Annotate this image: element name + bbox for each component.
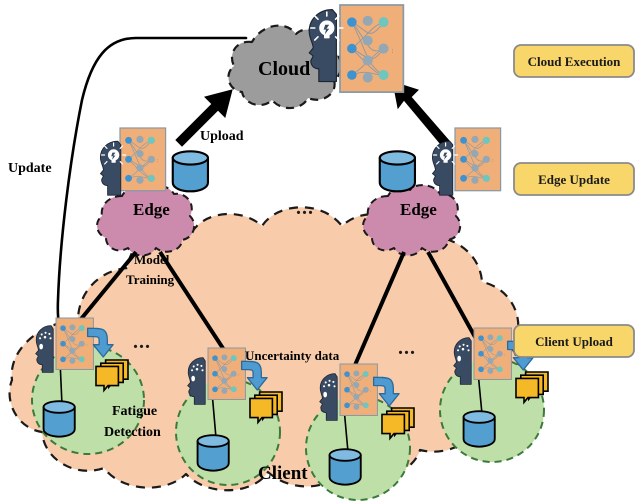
neural-network-panel <box>473 327 512 380</box>
database-cylinder-icon <box>378 150 417 193</box>
legend-edge-update-label: Edge Update <box>538 172 610 187</box>
database-cylinder-icon <box>171 150 210 193</box>
client-node-2[interactable] <box>187 347 283 472</box>
client-tier-label: Client <box>258 463 308 484</box>
legend-client-upload[interactable]: Client Upload <box>513 324 635 358</box>
clients-right-ellipsis: ... <box>398 337 416 359</box>
fatigue-detection-label-line1: Fatigue <box>112 404 157 419</box>
neural-network-panel <box>55 317 94 370</box>
database-cylinder-icon <box>42 400 76 438</box>
client-node-3[interactable] <box>319 363 415 486</box>
neural-network-panel <box>339 363 378 416</box>
edge-left-label: Edge <box>133 200 170 219</box>
model-training-label-line2: Training <box>126 272 175 287</box>
legend-edge-update[interactable]: Edge Update <box>513 162 635 196</box>
cloud-label: Cloud <box>258 58 310 80</box>
edge-left-cloud-shape <box>96 184 196 257</box>
edge-right-label: Edge <box>400 200 437 219</box>
edge-right-node[interactable]: Edge <box>378 127 502 219</box>
uncertainty-data-label: Uncertainty data <box>245 348 340 363</box>
legend-cloud-execution[interactable]: Cloud Execution <box>513 44 635 78</box>
legend-client-upload-label: Client Upload <box>535 334 613 349</box>
cloud-node[interactable]: Cloud <box>258 4 405 93</box>
neural-network-panel <box>454 127 502 192</box>
client-node-1[interactable] <box>35 317 129 438</box>
upload-arrow-right <box>392 81 452 149</box>
model-training-label-line1: Model <box>134 252 170 267</box>
legend-cloud-execution-label: Cloud Execution <box>528 54 622 69</box>
edge-right-cloud-shape <box>362 184 462 257</box>
ai-head-lightbulb-icon <box>431 140 459 196</box>
neural-network-panel <box>119 127 167 192</box>
upload-arrow-left <box>175 89 233 147</box>
database-cylinder-icon <box>196 434 230 472</box>
edge-right-to-clients-links <box>350 251 482 373</box>
fatigue-detection-label-line2: Detection <box>104 425 161 440</box>
client-node-4[interactable] <box>453 327 549 448</box>
neural-network-panel <box>207 347 246 400</box>
upload-label: Upload <box>200 129 244 144</box>
edges-ellipsis: ... <box>296 197 314 219</box>
update-label: Update <box>8 161 52 176</box>
edge-left-to-clients-links <box>70 250 230 358</box>
edge-left-node[interactable]: Edge <box>99 127 210 219</box>
neural-network-panel <box>339 4 405 93</box>
database-cylinder-icon <box>462 410 496 448</box>
clients-left-ellipsis: ... <box>133 331 151 353</box>
database-cylinder-icon <box>328 448 362 486</box>
